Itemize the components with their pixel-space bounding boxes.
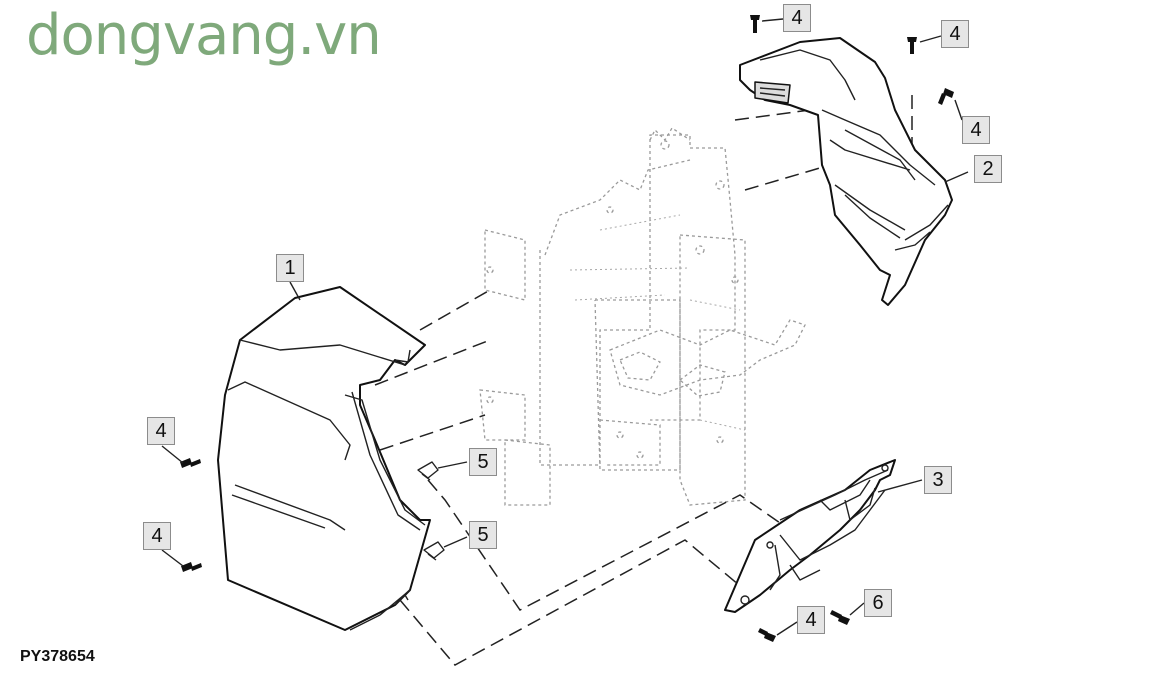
clip-icon	[423, 541, 445, 561]
screw-icon	[830, 610, 850, 625]
callout-3: 3	[924, 466, 952, 494]
callout-1: 1	[276, 254, 304, 282]
phantom-frame-chassis	[479, 127, 806, 506]
clip-icon	[417, 461, 439, 481]
screw-icon	[907, 37, 917, 54]
callout-4: 4	[143, 522, 171, 550]
figure-id-label: PY378654	[20, 648, 95, 665]
callout-4: 4	[962, 116, 990, 144]
callout-5: 5	[469, 448, 497, 476]
screw-icon	[758, 628, 776, 642]
screw-icon	[181, 562, 202, 572]
callout-4: 4	[783, 4, 811, 32]
watermark-text: dongvang.vn	[26, 3, 382, 68]
screw-icon	[938, 88, 954, 105]
left-cover-panel	[217, 286, 431, 631]
lower-right-bracket	[724, 459, 896, 613]
screw-icon	[750, 15, 760, 33]
callout-4: 4	[797, 606, 825, 634]
callout-6: 6	[864, 589, 892, 617]
callout-lines	[161, 18, 969, 636]
callout-4: 4	[147, 417, 175, 445]
callout-2: 2	[974, 155, 1002, 183]
callout-5: 5	[469, 521, 497, 549]
screw-icon	[180, 458, 201, 468]
upper-right-shield	[739, 37, 953, 306]
callout-4: 4	[941, 20, 969, 48]
